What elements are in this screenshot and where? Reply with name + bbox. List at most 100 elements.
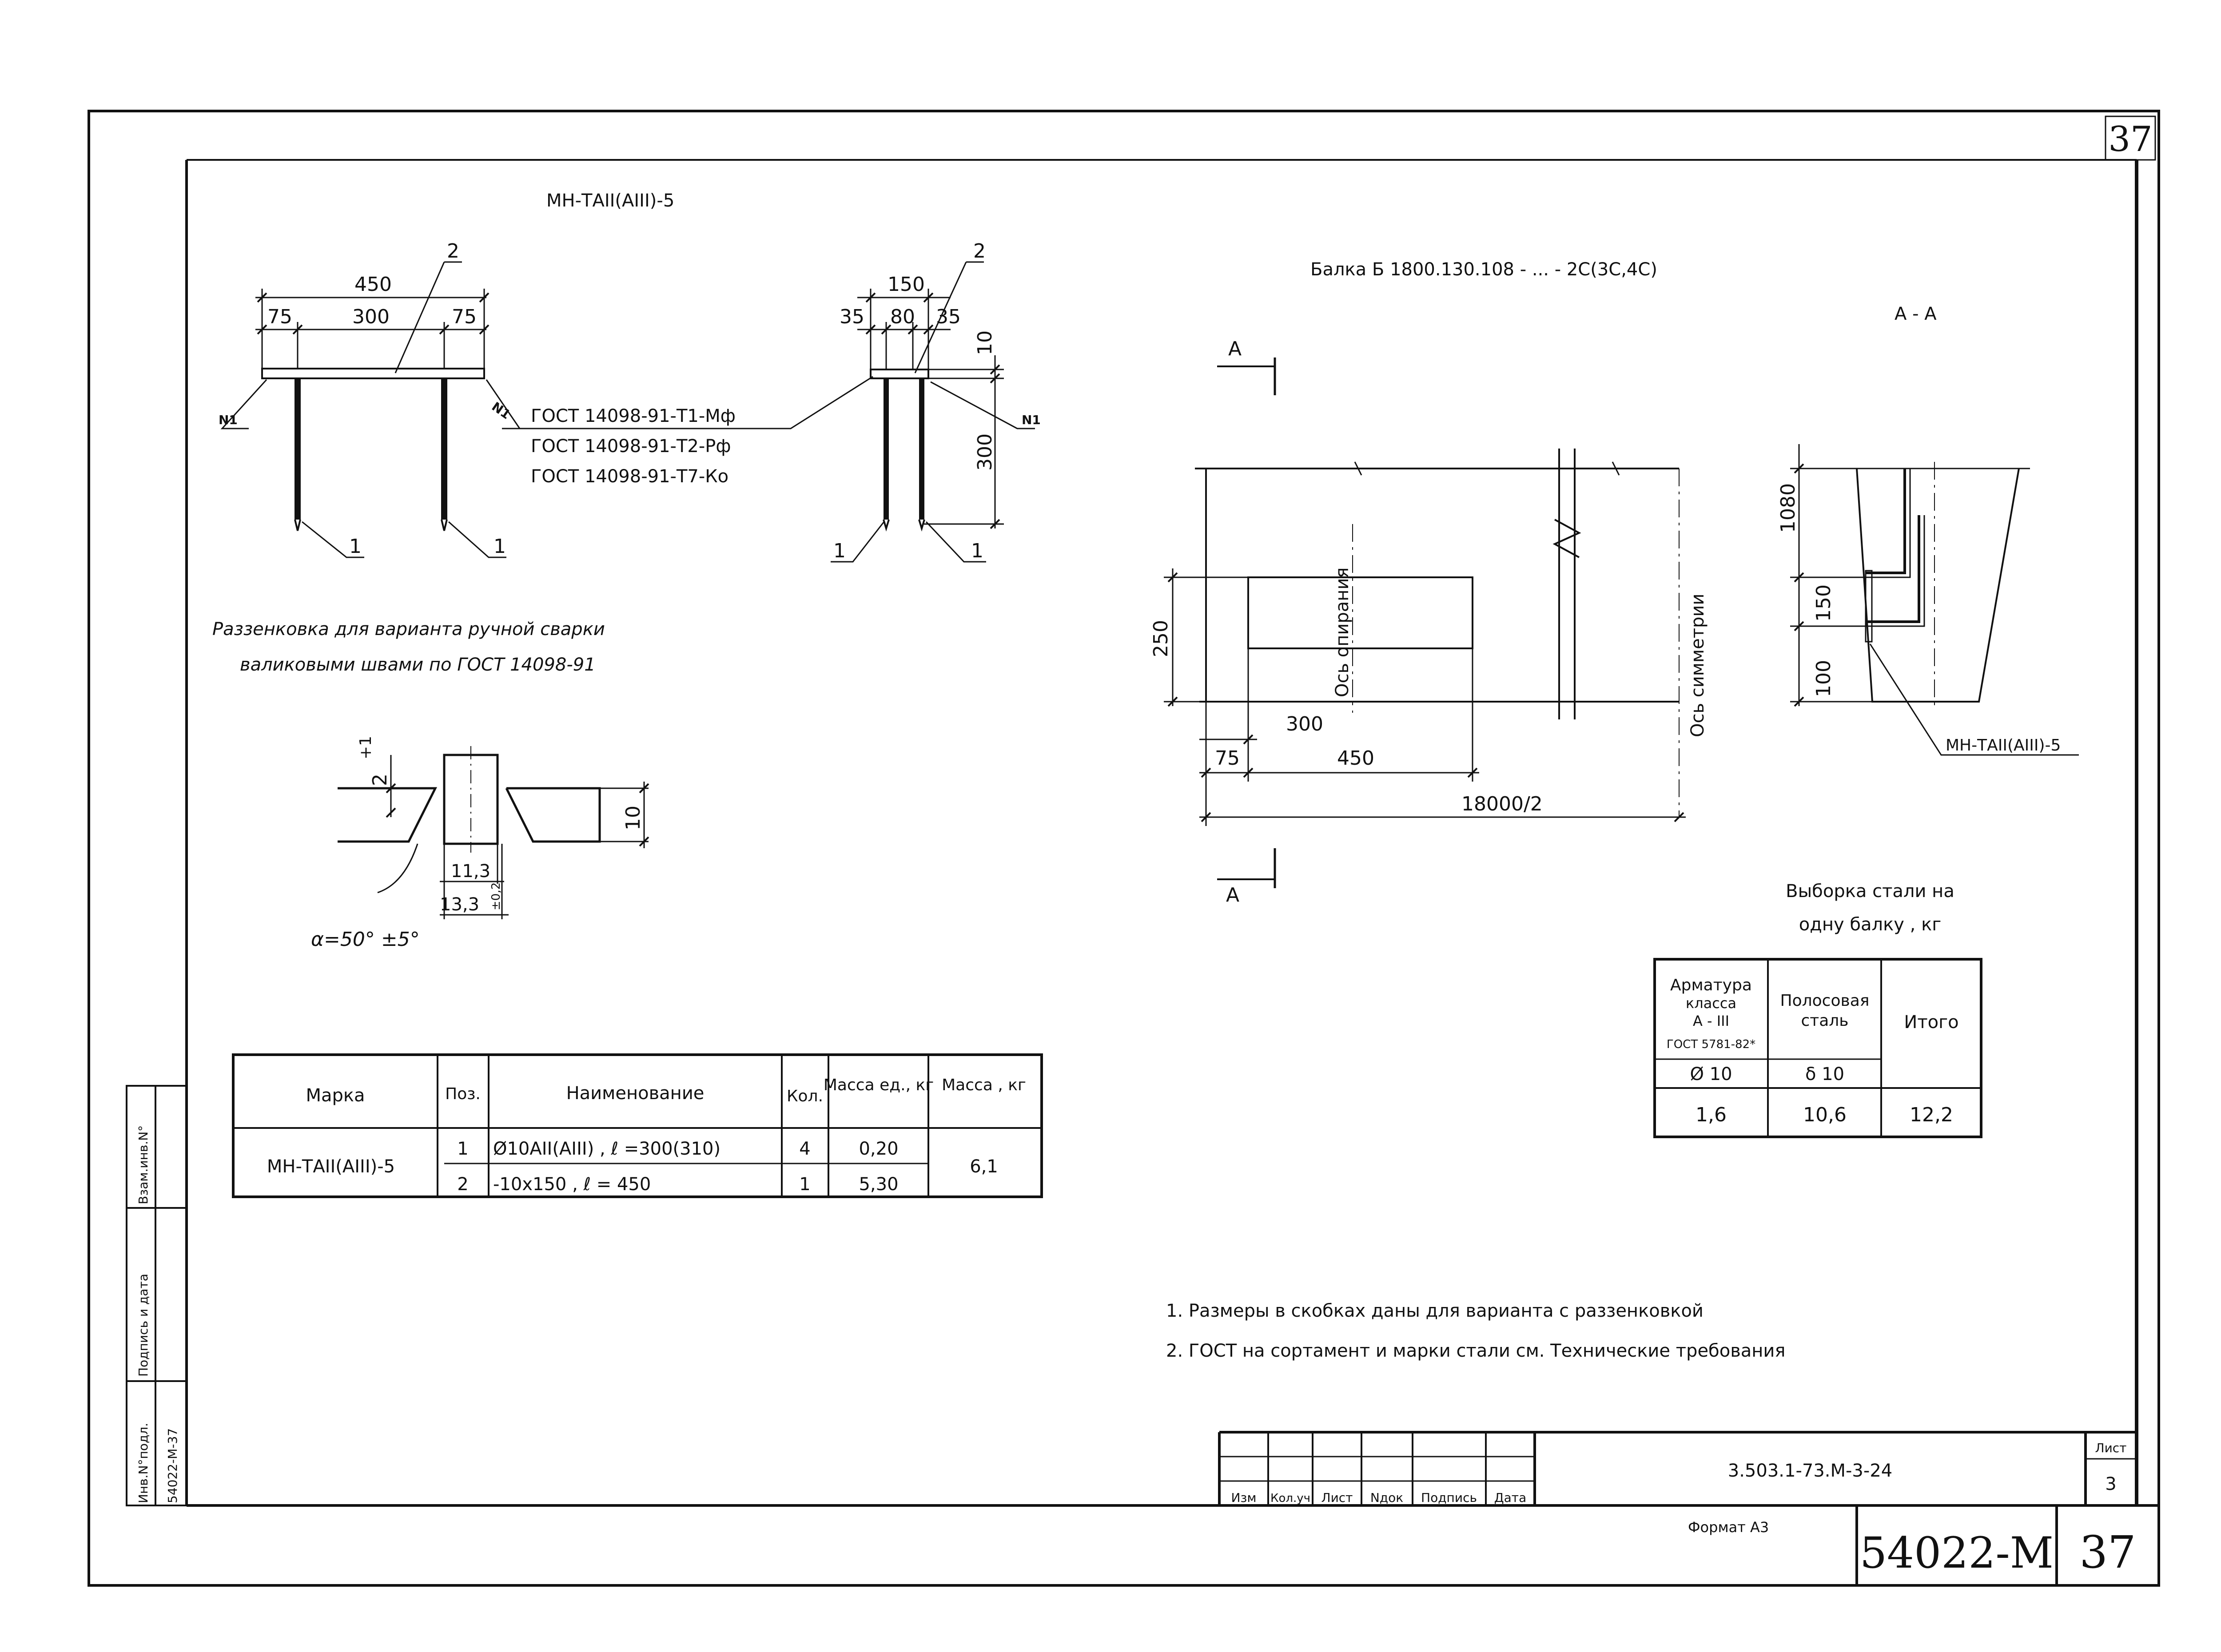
steel-col1-line3: А - III	[1693, 1013, 1729, 1029]
tb-doc-code: 3.503.1-73.М-3-24	[1728, 1461, 1892, 1481]
weld-mark-right: N1	[1022, 413, 1041, 427]
tb-sheet-label: Лист	[2095, 1441, 2127, 1455]
cs-d2: 13,3	[440, 894, 479, 915]
spec-header-mark: Марка	[306, 1085, 365, 1106]
dim-75-left: 75	[267, 306, 292, 328]
tb-page-number: 37	[2079, 1526, 2136, 1578]
tb-col-data: Дата	[1494, 1490, 1527, 1505]
spec-row2-qty: 1	[799, 1174, 810, 1195]
spec-mark: МН-ТАII(АIII)-5	[267, 1156, 395, 1177]
spec-header-qty: Кол.	[787, 1087, 823, 1105]
beam-section-mark-top: А	[1228, 338, 1242, 360]
section-label: МН-ТАII(АIII)-5	[1946, 736, 2061, 755]
weld-mark-mid: N1	[489, 399, 513, 422]
spec-row2-name: -10x150 , ℓ = 450	[493, 1174, 651, 1195]
beam-section-mark-bottom: А	[1226, 884, 1239, 906]
steel-title-1: Выборка стали на	[1786, 881, 1954, 901]
tb-format: Формат А3	[1688, 1519, 1769, 1536]
strip-doc-number: 54022-М-37	[165, 1428, 180, 1503]
gost-line-3: ГОСТ 14098-91-Т7-Ко	[531, 466, 728, 487]
tb-col-koluch: Кол.уч	[1270, 1492, 1310, 1505]
beam-plan	[1164, 357, 1686, 888]
dim-75-right: 75	[452, 306, 477, 328]
section-aa	[1790, 444, 2079, 756]
dim-35-left: 35	[840, 306, 864, 328]
gost-line-2: ГОСТ 14098-91-Т2-Рф	[531, 436, 731, 457]
spec-row1-pos: 1	[457, 1139, 468, 1159]
steel-col1-line2: класса	[1686, 995, 1736, 1012]
spec-header-mass: Масса , кг	[942, 1076, 1026, 1094]
spec-header-pos: Поз.	[445, 1085, 481, 1103]
steel-col1-line4: ГОСТ 5781-82*	[1667, 1038, 1755, 1051]
spec-header-mass-unit: Масса ед., кг	[824, 1076, 934, 1094]
steel-val-strip: 10,6	[1803, 1104, 1847, 1126]
dim-450: 450	[354, 273, 392, 296]
spec-table	[232, 1053, 1043, 1198]
left-strip	[126, 1085, 187, 1506]
spec-header-name: Наименование	[566, 1083, 705, 1104]
beam-dim-75: 75	[1215, 747, 1240, 770]
cs-depth-tol: +1	[357, 736, 375, 759]
frame	[88, 110, 2160, 1587]
spec-mass-total: 6,1	[970, 1156, 998, 1177]
dim-80: 80	[890, 306, 915, 328]
spec-row1-mass: 0,20	[859, 1139, 898, 1159]
dim-35-right: 35	[936, 306, 961, 328]
title-block	[1218, 1431, 2160, 1587]
tb-project-number: 54022-М	[1860, 1528, 2054, 1578]
pos-1-side-b: 1	[971, 540, 983, 562]
beam-axis-support: Ось опирания	[1332, 568, 1353, 698]
weld-mark-left: N1	[219, 413, 238, 427]
cs-angle: α=50° ±5°	[311, 928, 420, 951]
cs-d1: 11,3	[451, 861, 490, 882]
spec-row1-qty: 4	[799, 1139, 810, 1159]
spec-row2-pos: 2	[457, 1174, 468, 1195]
steel-col1-line1: Арматура	[1670, 976, 1752, 994]
pos-1-label-a: 1	[349, 535, 362, 558]
beam-dim-300: 300	[1286, 713, 1323, 735]
steel-col3: Итого	[1904, 1012, 1958, 1032]
cs-thick: 10	[622, 806, 645, 830]
countersink-title-2: валиковыми швами по ГОСТ 14098-91	[240, 655, 596, 675]
dim-10: 10	[974, 330, 996, 355]
tb-col-ndok: Nдок	[1370, 1490, 1403, 1505]
steel-title-2: одну балку , кг	[1799, 914, 1942, 935]
tb-col-izm: Изм	[1231, 1490, 1257, 1505]
steel-table	[1653, 958, 1982, 1138]
steel-val-total: 12,2	[1910, 1104, 1953, 1126]
part-title: МН-ТАII(АIII)-5	[546, 191, 674, 211]
section-dim-1080: 1080	[1777, 483, 1799, 533]
tb-sheet-value: 3	[2105, 1474, 2116, 1494]
cs-d1-tol: ±0,2	[490, 882, 503, 910]
beam-axis-symmetry: Ось симметрии	[1688, 594, 1708, 737]
note-2: 2. ГОСТ на сортамент и марки стали см. Т…	[1166, 1341, 1786, 1361]
tb-col-podpis: Подпись	[1421, 1490, 1477, 1505]
strip-label-replace: Взам.инв.N°	[136, 1125, 151, 1204]
pos-2-label: 2	[447, 240, 459, 262]
beam-dim-span: 18000/2	[1461, 793, 1543, 815]
pos-1-label-b: 1	[494, 535, 506, 558]
sheet-number: 37	[2108, 119, 2152, 159]
beam-dim-250: 250	[1150, 620, 1172, 657]
spec-row2-mass: 5,30	[859, 1174, 898, 1195]
countersink-detail	[338, 746, 649, 919]
countersink-title-1: Раззенковка для варианта ручной сварки	[212, 619, 605, 639]
section-dim-100: 100	[1812, 660, 1835, 697]
dim-150: 150	[888, 273, 925, 296]
dim-300-v: 300	[974, 433, 996, 471]
steel-col2-line2: сталь	[1801, 1012, 1848, 1030]
gost-leader	[502, 376, 873, 429]
section-dim-150: 150	[1812, 584, 1835, 622]
beam-dim-450: 450	[1337, 747, 1374, 770]
pos-1-side-a: 1	[833, 540, 846, 562]
tb-col-list: Лист	[1321, 1490, 1353, 1505]
strip-label-inv: Инв.N°подл.	[136, 1423, 151, 1503]
section-title: А - А	[1895, 304, 1937, 324]
strip-label-sign: Подпись и дата	[136, 1274, 151, 1377]
side-view	[831, 261, 1035, 563]
steel-sub1: Ø 10	[1690, 1064, 1732, 1084]
gost-line-1: ГОСТ 14098-91-Т1-Мф	[531, 406, 736, 426]
cs-depth: 2	[369, 774, 391, 786]
